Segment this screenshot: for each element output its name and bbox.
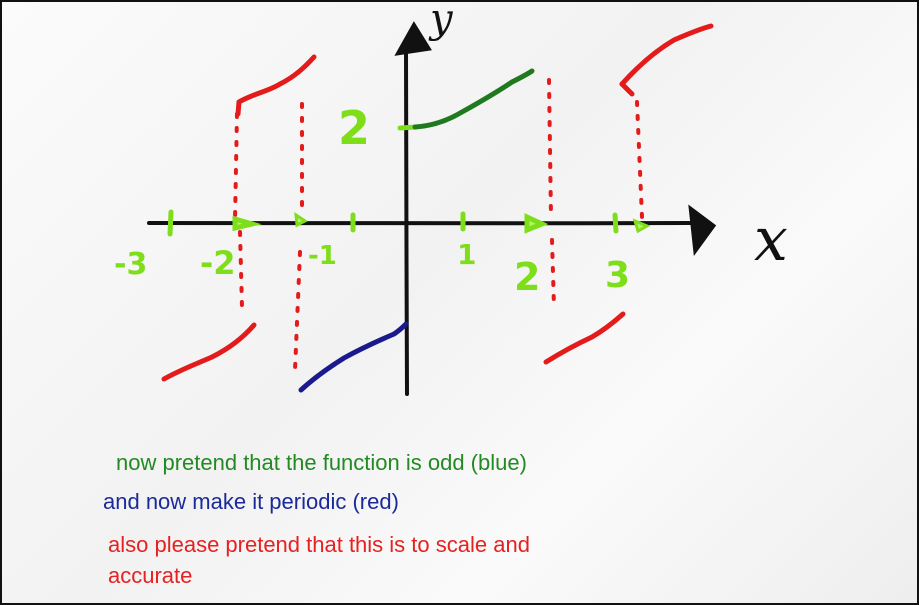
periodic-curve-left-lower: [161, 322, 257, 382]
note-scale-line-1: also please pretend that this is to scal…: [108, 532, 530, 557]
tick-x-3: [612, 212, 619, 234]
tick-label-x-neg-1: -1: [308, 241, 337, 271]
tick-label-y-2: 2: [338, 101, 370, 155]
tick-label-x-3: 3: [605, 255, 630, 296]
tick-label-x-2: 2: [514, 255, 540, 299]
odd-extension-curve: [298, 321, 409, 393]
note-scale-line-2: accurate: [108, 563, 193, 588]
tick-label-x-neg-3: -3: [114, 247, 147, 282]
periodic-curves: [161, 23, 714, 382]
axis-labels: x y: [428, 2, 788, 275]
periodic-vertical-link-right: [619, 81, 635, 97]
tick-x-neg-2: [232, 215, 262, 232]
periodic-vertical-link-left: [235, 99, 242, 117]
periodic-dotted-lines: [233, 78, 644, 372]
periodic-curve-left-upper: [236, 54, 317, 105]
note-odd-function: now pretend that the function is odd (bl…: [116, 450, 527, 475]
tick-label-x-1: 1: [457, 238, 476, 271]
y-axis-arrowhead: [394, 21, 432, 56]
dotted-line-x-neg-3-lower: [238, 230, 244, 309]
dotted-line-x-3: [635, 100, 644, 219]
tick-label-x-neg-2: -2: [200, 244, 236, 282]
dotted-line-x-1-lower: [550, 238, 556, 309]
y-axis-label: y: [428, 2, 454, 42]
note-scale-disclaimer: also please pretend that this is to scal…: [108, 529, 530, 591]
dotted-line-x-1: [547, 78, 553, 219]
x-axis-arrowhead: [688, 204, 717, 257]
axes: [147, 21, 717, 396]
tick-marks: [167, 124, 651, 237]
note-periodic: and now make it periodic (red): [103, 489, 399, 514]
dotted-line-x-neg-3: [233, 112, 239, 222]
tick-x-2: [524, 213, 549, 234]
original-function-curve: [412, 68, 535, 130]
tick-x-neg-1-5: [294, 211, 308, 228]
dotted-line-x-neg-1-lower: [293, 250, 302, 372]
tick-x-neg-3: [167, 209, 174, 237]
periodic-curve-right-lower: [543, 311, 626, 365]
y-axis: [404, 48, 409, 396]
x-axis-label: x: [754, 205, 788, 275]
x-axis: [147, 220, 694, 226]
periodic-curve-right-upper: [619, 23, 714, 87]
tick-labels: -3 -2 -1 1 2 3 2: [114, 101, 630, 299]
tick-x-2-5: [632, 218, 651, 234]
